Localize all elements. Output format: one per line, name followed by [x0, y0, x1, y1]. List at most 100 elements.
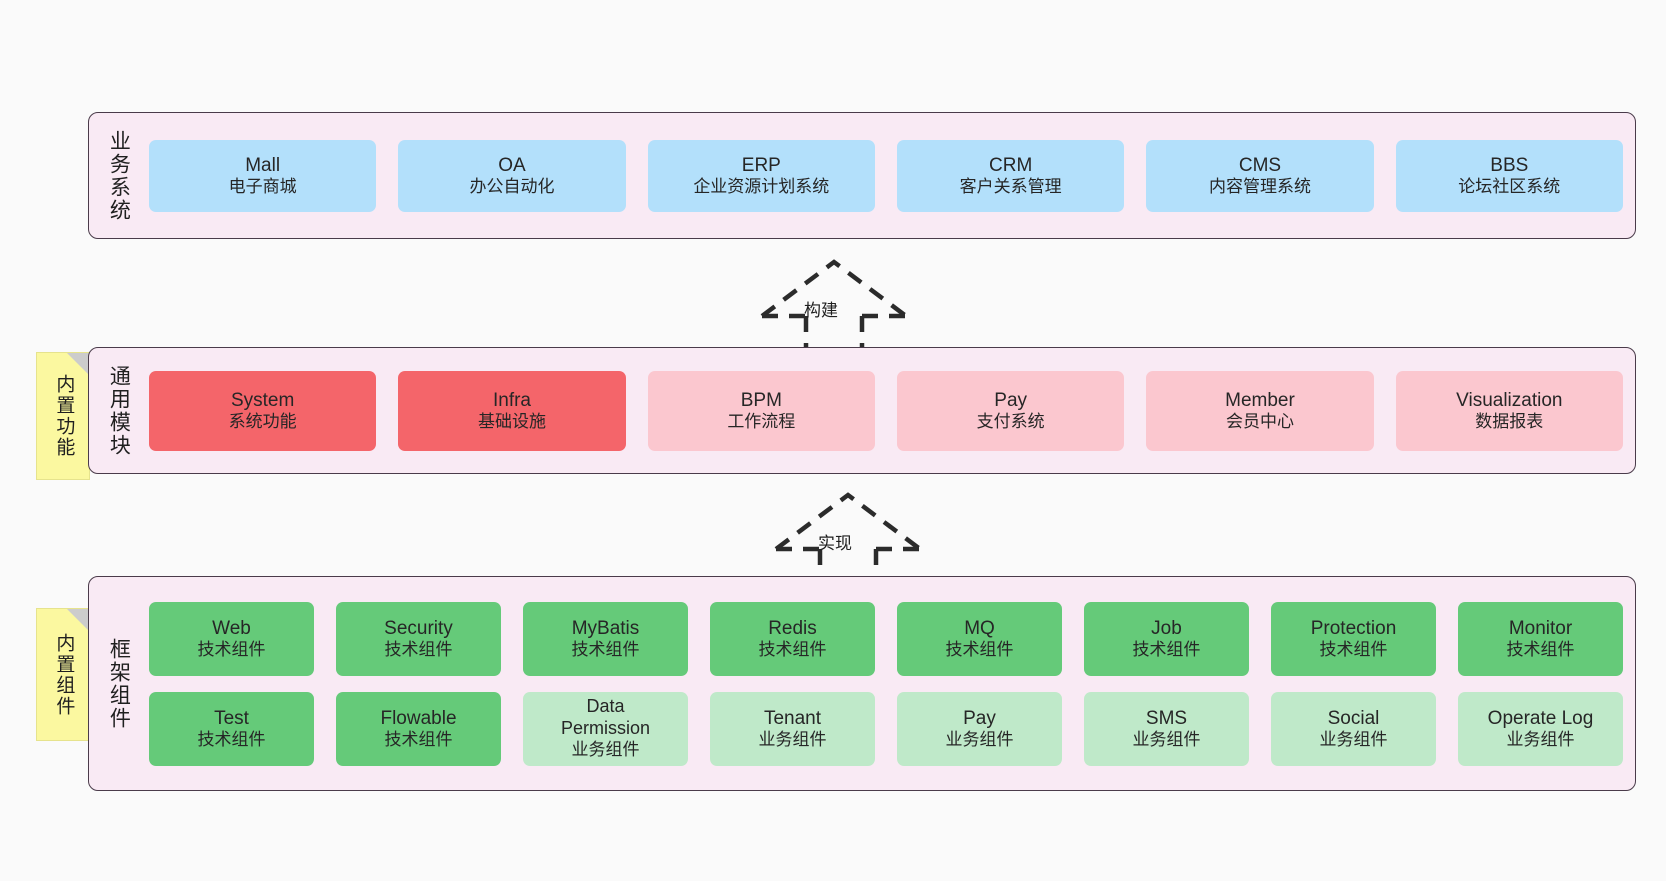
arrow-build: 构建	[744, 256, 924, 348]
card-redis[interactable]: Redis 技术组件	[710, 601, 875, 676]
card-subtitle: 技术组件	[758, 639, 827, 659]
arrow-implement-icon	[774, 492, 922, 581]
card-bpm[interactable]: BPM 工作流程	[647, 370, 875, 451]
card-title: Pay	[963, 707, 996, 729]
card-subtitle: 支付系统	[976, 411, 1045, 431]
card-mq[interactable]: MQ 技术组件	[897, 601, 1062, 676]
card-subtitle: 业务组件	[571, 740, 640, 760]
card-pay-module[interactable]: Pay 支付系统	[896, 370, 1125, 451]
card-subtitle: 技术组件	[1506, 639, 1575, 659]
layer-framework-component-title: 框架组件	[107, 637, 131, 730]
note-label: 内置组件	[53, 632, 75, 717]
card-data-permission[interactable]: Data Permission 业务组件	[523, 691, 688, 766]
card-title: Flowable	[380, 707, 457, 729]
card-subtitle: 业务组件	[945, 729, 1014, 749]
card-subtitle: 客户关系管理	[959, 176, 1062, 196]
card-title: Redis	[768, 617, 817, 639]
card-title: SMS	[1145, 707, 1188, 729]
card-subtitle: 办公自动化	[469, 176, 555, 196]
card-subtitle: 技术组件	[197, 639, 266, 659]
card-mall[interactable]: Mall 电子商城	[149, 139, 377, 212]
note-fold-icon	[67, 609, 89, 631]
card-subtitle: 内容管理系统	[1208, 176, 1311, 196]
card-subtitle: 论坛社区系统	[1458, 176, 1561, 196]
card-title: Web	[212, 617, 251, 639]
note-label: 内置功能	[53, 374, 75, 458]
card-security[interactable]: Security 技术组件	[336, 601, 501, 676]
card-erp[interactable]: ERP 企业资源计划系统	[647, 139, 875, 212]
card-title: Tenant	[763, 707, 822, 729]
card-title: Pay	[994, 389, 1028, 411]
card-subtitle: 业务组件	[1132, 729, 1201, 749]
layer-common-module-title: 通用模块	[107, 364, 131, 457]
card-crm[interactable]: CRM 客户关系管理	[896, 139, 1125, 212]
layer-common-module-body: System 系统功能 Infra 基础设施 BPM 工作流程 Pay 支付系统…	[135, 358, 1623, 463]
card-operate-log[interactable]: Operate Log 业务组件	[1458, 691, 1623, 766]
card-subtitle: 会员中心	[1225, 411, 1294, 431]
card-tenant[interactable]: Tenant 业务组件	[710, 691, 875, 766]
card-mybatis[interactable]: MyBatis 技术组件	[523, 601, 688, 676]
card-subtitle: 数据报表	[1475, 411, 1544, 431]
card-title: CMS	[1238, 154, 1282, 176]
card-subtitle: 技术组件	[384, 639, 453, 659]
card-subtitle: 技术组件	[1319, 639, 1388, 659]
layer-business-system-body: Mall 电子商城 OA 办公自动化 ERP 企业资源计划系统 CRM 客户关系…	[135, 123, 1623, 228]
arrow-implement: 实现	[758, 489, 938, 581]
card-monitor[interactable]: Monitor 技术组件	[1458, 601, 1623, 676]
card-title: Member	[1225, 389, 1295, 411]
card-title: CRM	[989, 154, 1033, 176]
note-builtin-component: 内置组件	[36, 608, 90, 741]
card-title: BPM	[740, 389, 782, 411]
card-member[interactable]: Member 会员中心	[1146, 370, 1374, 451]
card-test[interactable]: Test 技术组件	[149, 691, 314, 766]
card-subtitle: 技术组件	[384, 729, 453, 749]
card-subtitle: 技术组件	[1132, 639, 1201, 659]
card-subtitle: 工作流程	[727, 411, 796, 431]
layer-business-system: 业务系统 Mall 电子商城 OA 办公自动化 ERP 企业资源计划系统 CRM…	[88, 112, 1636, 239]
card-row: Mall 电子商城 OA 办公自动化 ERP 企业资源计划系统 CRM 客户关系…	[135, 139, 1623, 212]
card-subtitle: 电子商城	[228, 176, 297, 196]
card-title: Security	[384, 617, 453, 639]
card-title: OA	[498, 154, 526, 176]
card-system[interactable]: System 系统功能	[149, 370, 377, 451]
note-fold-icon	[67, 353, 89, 375]
card-oa[interactable]: OA 办公自动化	[398, 139, 626, 212]
card-bbs[interactable]: BBS 论坛社区系统	[1395, 139, 1623, 212]
note-builtin-function: 内置功能	[36, 352, 90, 480]
card-subtitle: 业务组件	[1319, 729, 1388, 749]
card-title: ERP	[741, 154, 781, 176]
card-flowable[interactable]: Flowable 技术组件	[336, 691, 501, 766]
card-cms[interactable]: CMS 内容管理系统	[1146, 139, 1374, 212]
card-row: Test 技术组件 Flowable 技术组件 Data Permission …	[135, 691, 1623, 766]
arrow-build-label: 构建	[804, 301, 838, 320]
card-title: Monitor	[1508, 617, 1573, 639]
card-title: Operate Log	[1487, 707, 1594, 729]
card-subtitle: 技术组件	[197, 729, 266, 749]
layer-common-module: 通用模块 System 系统功能 Infra 基础设施 BPM 工作流程 Pay…	[88, 347, 1636, 474]
card-subtitle: 基础设施	[477, 411, 546, 431]
card-title: MQ	[964, 617, 995, 639]
card-web[interactable]: Web 技术组件	[149, 601, 314, 676]
card-subtitle: 业务组件	[1506, 729, 1575, 749]
card-social[interactable]: Social 业务组件	[1271, 691, 1436, 766]
card-title: MyBatis	[571, 617, 640, 639]
card-visualization[interactable]: Visualization 数据报表	[1395, 370, 1623, 451]
card-infra[interactable]: Infra 基础设施	[398, 370, 626, 451]
card-pay-component[interactable]: Pay 业务组件	[897, 691, 1062, 766]
card-subtitle: 系统功能	[228, 411, 297, 431]
card-title: Protection	[1310, 617, 1397, 639]
card-title: Social	[1327, 707, 1380, 729]
card-row: Web 技术组件 Security 技术组件 MyBatis 技术组件 Redi…	[135, 601, 1623, 676]
card-title: Data Permission	[560, 696, 651, 739]
card-row: System 系统功能 Infra 基础设施 BPM 工作流程 Pay 支付系统…	[135, 370, 1623, 451]
arrow-build-icon	[760, 259, 908, 348]
card-title: System	[230, 389, 295, 411]
layer-business-system-title: 业务系统	[107, 129, 131, 222]
card-job[interactable]: Job 技术组件	[1084, 601, 1249, 676]
card-title: Infra	[492, 389, 531, 411]
card-title: Test	[214, 707, 249, 729]
card-protection[interactable]: Protection 技术组件	[1271, 601, 1436, 676]
card-title: Visualization	[1456, 389, 1563, 411]
card-sms[interactable]: SMS 业务组件	[1084, 691, 1249, 766]
